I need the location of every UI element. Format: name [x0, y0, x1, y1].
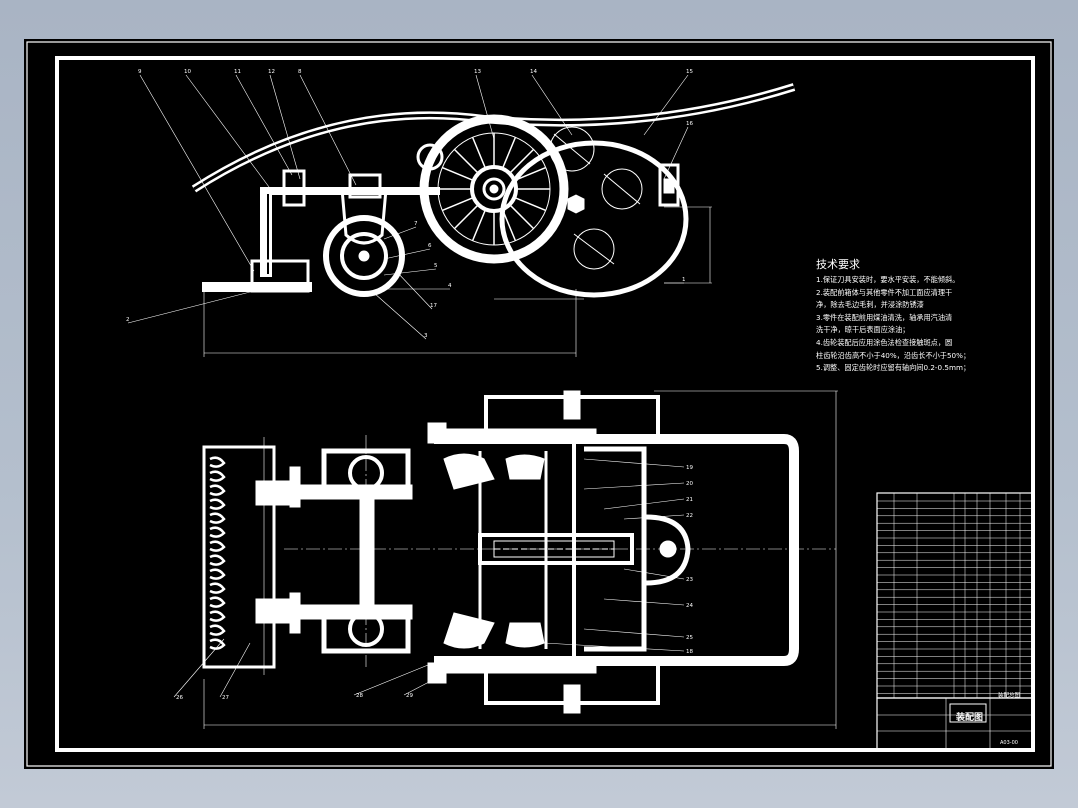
plan-view: 19 20 21 22 23 24 25 18 26 27 28 29: [173, 390, 838, 729]
callout-label: 16: [686, 121, 693, 127]
callout-label: 28: [356, 693, 363, 699]
callout-label: 9: [138, 69, 142, 75]
callout-label: 25: [686, 635, 693, 641]
drawing-subtitle: 装配总图: [998, 693, 1021, 699]
tech-line: 5.调整、固定齿轮时应留有轴向间0.2-0.5mm；: [816, 363, 971, 373]
callout-label: 14: [530, 69, 537, 75]
callout-label: 21: [686, 497, 693, 503]
tech-line: 2.装配前箱体与其他零件不加工面应清理干: [816, 287, 953, 297]
callout-label: 20: [686, 481, 693, 487]
callout-label: 15: [686, 69, 693, 75]
technical-requirements: 技术要求 1.保证刀具安装时，要水平安装，不能倾斜。 2.装配前箱体与其他零件不…: [816, 257, 1026, 375]
side-view: 9 10 11 12 8 13 14 15 16 7 6 5 4 3 2 1 17: [126, 69, 796, 357]
tech-title: 技术要求: [816, 258, 860, 271]
callout-label: 27: [222, 695, 229, 701]
callout-label: 6: [428, 243, 432, 249]
tech-line: 洗干净，晾干后表面应涂油；: [816, 325, 910, 335]
callout-label: 2: [126, 317, 130, 323]
callout-label: 3: [424, 333, 428, 339]
callout-label: 12: [268, 69, 275, 75]
callout-label: 18: [686, 649, 693, 655]
callout-label: 10: [184, 69, 191, 75]
callout-label: 22: [686, 513, 693, 519]
drawing-number: A03-00: [1000, 740, 1018, 746]
callout-label: 5: [434, 263, 438, 269]
callout-label: 23: [686, 577, 693, 583]
callout-label: 1: [682, 277, 686, 283]
bom-table: [876, 492, 1034, 751]
callout-label: 4: [448, 283, 452, 289]
tech-line: 柱齿轮沿齿高不小于40%，沿齿长不小于50%；: [816, 350, 971, 360]
tech-line: 3.零件在装配前用煤油清洗，轴承用汽油清: [816, 312, 953, 322]
callout-label: 11: [234, 69, 241, 75]
tech-line: 4.齿轮装配后应用涂色法检查接触斑点，圆: [816, 337, 953, 347]
drawing-name: 装配图: [956, 713, 984, 723]
callout-label: 19: [686, 465, 693, 471]
callout-label: 24: [686, 603, 693, 609]
callout-label: 7: [414, 221, 418, 227]
callout-label: 8: [298, 69, 302, 75]
callout-label: 29: [406, 693, 413, 699]
inner-border: [55, 56, 1035, 752]
outer-border: [26, 41, 1052, 767]
callout-label: 17: [430, 303, 437, 309]
callout-label: 26: [176, 695, 183, 701]
tech-line: 净，除去毛边毛刺，并浸涂防锈漆: [816, 300, 924, 310]
tech-line: 1.保证刀具安装时，要水平安装，不能倾斜。: [816, 275, 960, 284]
callout-label: 13: [474, 69, 481, 75]
